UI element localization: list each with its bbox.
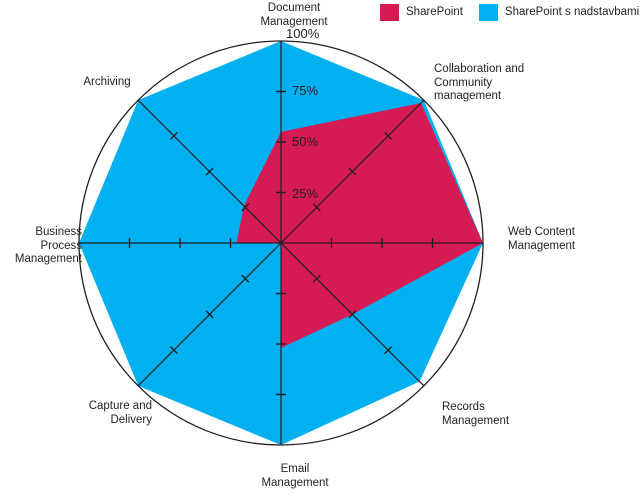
axis-label-collaboration-community-management: Collaboration and Community management xyxy=(434,63,525,102)
tick-mark-50 xyxy=(205,167,214,176)
tick-mark-75 xyxy=(169,131,178,140)
legend-entry-sharepoint[interactable]: SharePoint xyxy=(380,4,463,21)
axis-label-email-management: Email Management xyxy=(261,463,329,489)
tick-mark-25 xyxy=(241,203,250,212)
radial-tick-label-50: 50% xyxy=(292,134,319,149)
axis-label-archiving: Archiving xyxy=(83,76,131,88)
axis-label-web-content-management: Web Content Management xyxy=(508,226,576,252)
tick-mark-25 xyxy=(312,203,321,212)
chart-legend: SharePoint SharePoint s nadstavbami xyxy=(380,4,639,24)
legend-swatch-sharepoint xyxy=(380,4,399,21)
tick-mark-50 xyxy=(348,310,357,319)
tick-mark-75 xyxy=(384,131,393,140)
legend-label-sharepoint-s-nadstavbami: SharePoint s nadstavbami xyxy=(504,6,640,18)
axis-label-capture-and-delivery: Capture and Delivery xyxy=(88,400,152,426)
legend-label-sharepoint: SharePoint xyxy=(406,6,463,18)
axis-spokes xyxy=(79,41,483,445)
axis-label-records-management: Records Management xyxy=(442,401,510,427)
axis-ticks xyxy=(128,90,434,396)
radial-tick-label-100: 100% xyxy=(286,26,320,41)
tick-mark-75 xyxy=(384,346,393,355)
tick-mark-25 xyxy=(241,274,250,283)
axis-label-business-process-management: Business Process Management xyxy=(14,226,82,265)
axis-label-document-management: Document Management xyxy=(260,2,328,28)
radial-tick-label-25: 25% xyxy=(292,186,319,201)
tick-mark-50 xyxy=(205,310,214,319)
tick-mark-75 xyxy=(169,346,178,355)
radial-tick-label-75: 75% xyxy=(292,83,319,98)
tick-mark-25 xyxy=(312,274,321,283)
legend-entry-sharepoint-s-nadstavbami[interactable]: SharePoint s nadstavbami xyxy=(478,4,640,21)
tick-mark-50 xyxy=(348,167,357,176)
series-polygon-sharepoint xyxy=(236,103,483,349)
legend-swatch-sharepoint-s-nadstavbami xyxy=(478,4,498,21)
